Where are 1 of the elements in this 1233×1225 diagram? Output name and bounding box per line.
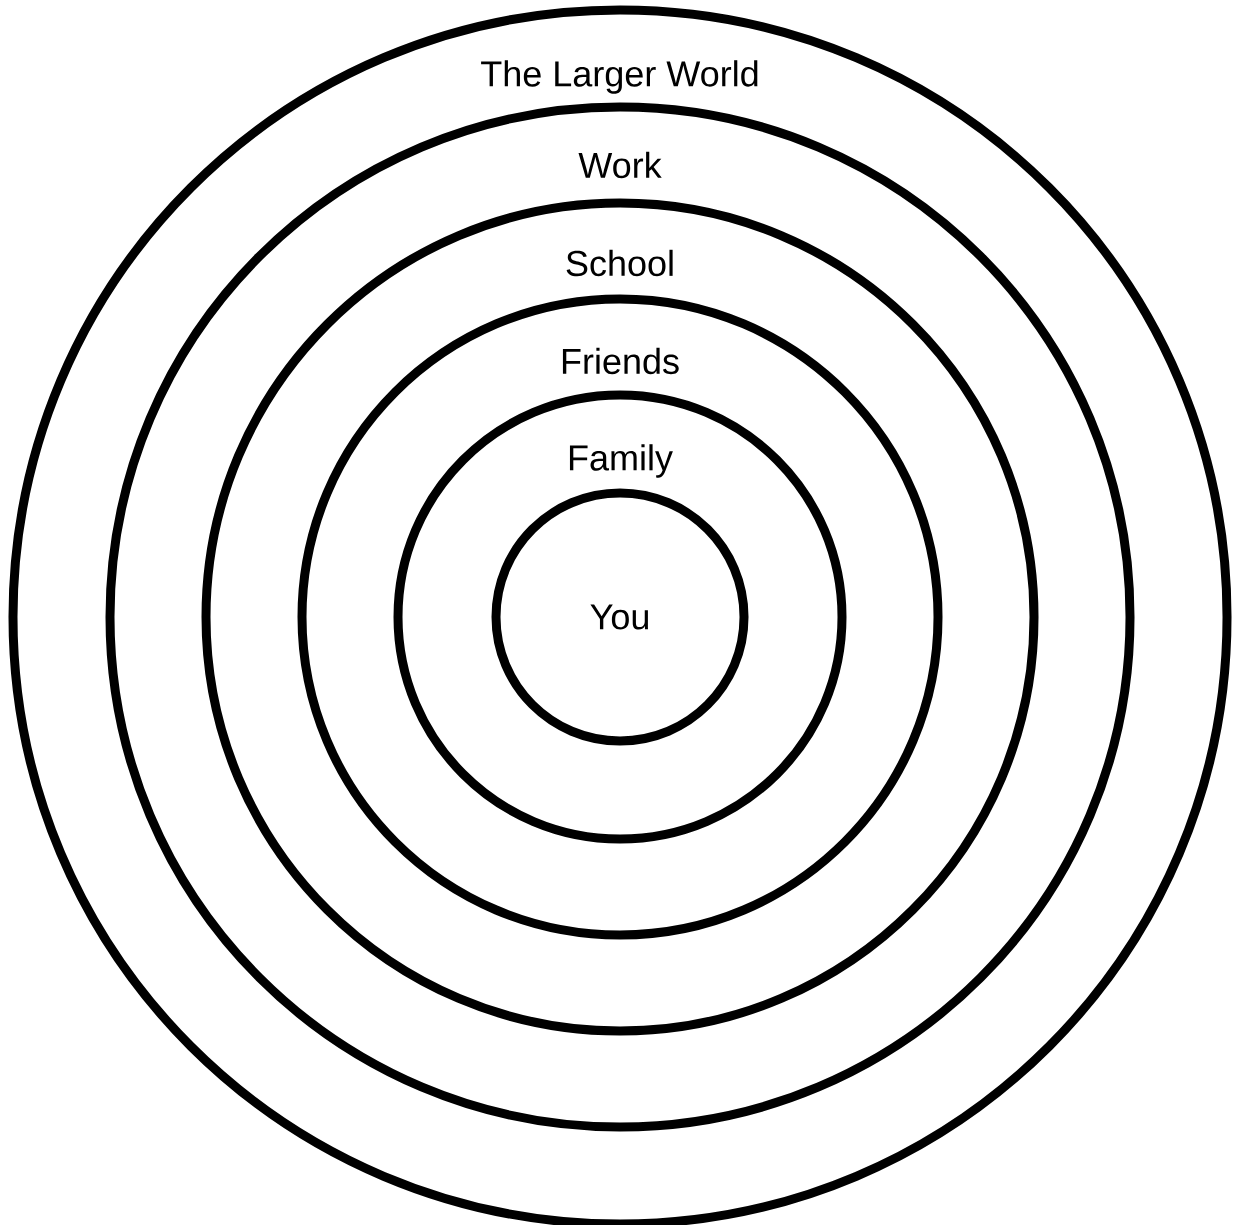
ring: You — [491, 488, 749, 746]
